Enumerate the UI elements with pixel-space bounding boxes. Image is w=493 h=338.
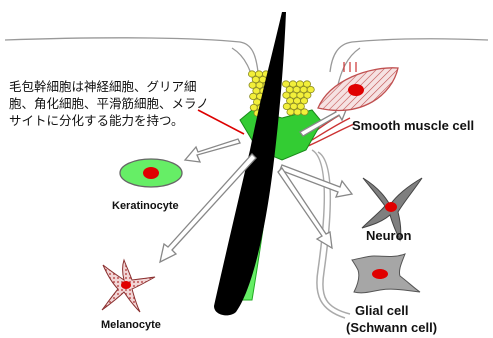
glial-cell (352, 254, 420, 293)
description-line-1: 毛包幹細胞は神経細胞、グリア細 (9, 79, 197, 95)
neuron-nucleus (385, 202, 397, 212)
stem-cells-right (282, 81, 314, 115)
label-neuron: Neuron (366, 228, 412, 243)
arrow-to-keratinocyte (185, 139, 240, 162)
description-line-3: サイトに分化する能力を持つ。 (9, 113, 184, 129)
pointer-line (198, 110, 244, 134)
melanocyte-cell (102, 260, 155, 312)
stem-cell (287, 109, 294, 115)
glial-fibers (312, 150, 350, 318)
label-melanocyte: Melanocyte (101, 319, 161, 331)
label-schwann-cell: (Schwann cell) (346, 320, 437, 335)
label-keratinocyte: Keratinocyte (112, 200, 179, 212)
stem-cell (301, 109, 308, 115)
glial-nucleus (372, 269, 388, 279)
label-glial-cell: Glial cell (355, 303, 408, 318)
keratinocyte-nucleus (143, 167, 159, 179)
description-line-2: 胞、角化細胞、平滑筋細胞、メラノ (9, 96, 209, 112)
keratinocyte-cell (120, 159, 182, 187)
stem-cell (294, 109, 301, 115)
smooth-muscle-nucleus (348, 84, 364, 96)
label-smooth-muscle-cell: Smooth muscle cell (352, 118, 474, 133)
melanocyte-nucleus (121, 281, 131, 289)
